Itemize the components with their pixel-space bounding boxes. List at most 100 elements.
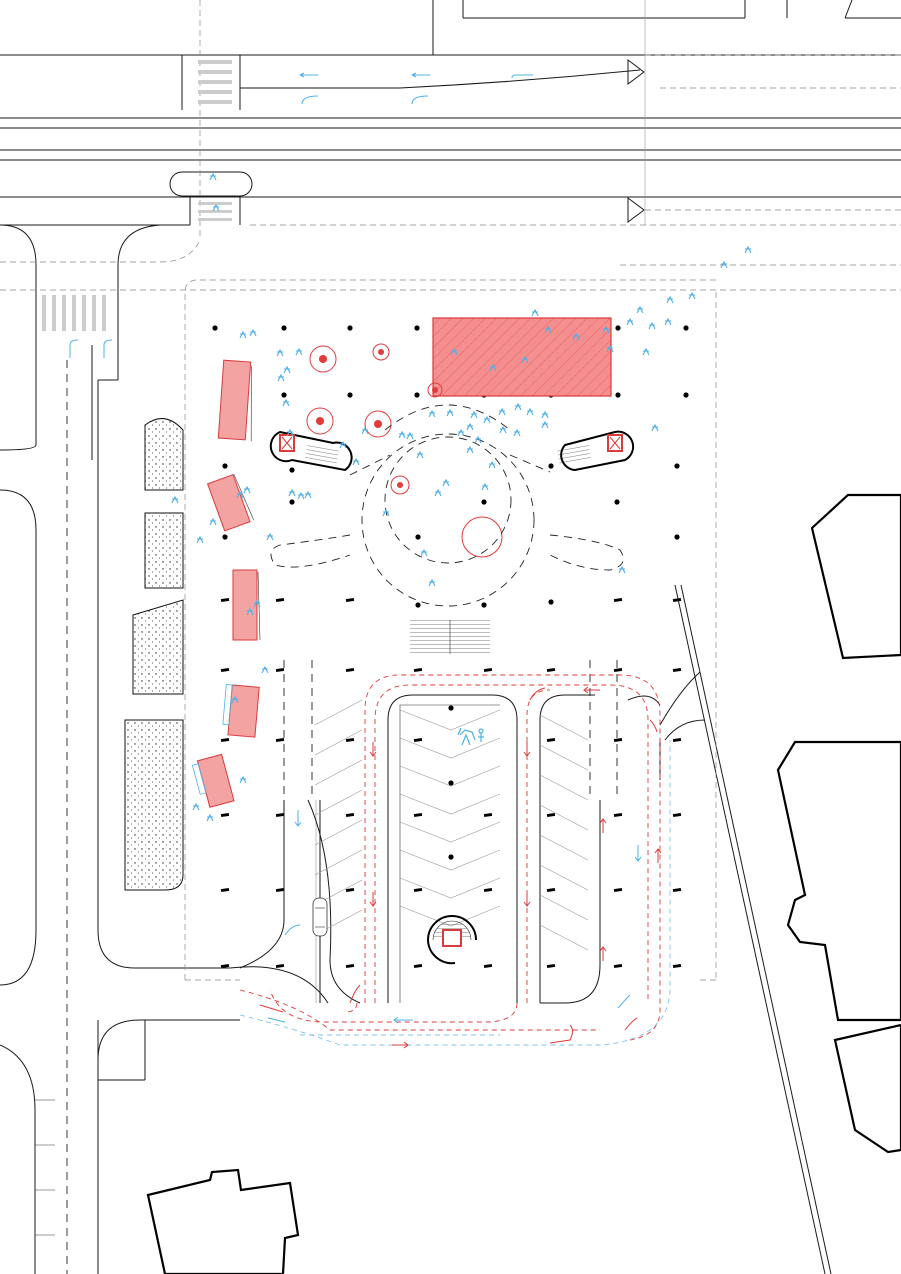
person-icon	[526, 407, 534, 416]
bollard	[481, 499, 487, 505]
crosswalk-icon	[42, 60, 232, 331]
person-icon	[666, 295, 674, 304]
person-icon	[513, 428, 521, 437]
parking-stall-line	[399, 765, 501, 787]
bollard	[275, 887, 285, 893]
bollard	[613, 812, 623, 818]
person-icon	[236, 490, 244, 499]
bollard	[413, 667, 423, 673]
circulation-paths	[239, 674, 671, 1046]
parking-stall-line	[314, 729, 363, 756]
market-stalls	[191, 359, 261, 808]
bollard	[483, 812, 493, 818]
bollard	[483, 887, 493, 893]
parking-stall-line	[539, 714, 589, 741]
person-icon	[744, 245, 752, 254]
person-icon	[428, 578, 436, 587]
bollard	[345, 887, 355, 893]
person-icon	[249, 328, 257, 337]
bollard	[222, 534, 228, 540]
person-icon	[243, 485, 251, 494]
bollard	[345, 667, 355, 673]
bollard	[281, 392, 287, 398]
bollard	[220, 737, 230, 743]
person-icon	[239, 330, 247, 339]
person-icon	[209, 517, 217, 526]
parking-stall-line	[399, 737, 501, 759]
bollard	[683, 392, 689, 398]
bollard	[613, 887, 623, 893]
person-icon	[171, 172, 752, 822]
bollard	[345, 737, 355, 743]
person-icon	[531, 308, 539, 317]
staircase-icon	[427, 915, 477, 965]
parking-stall-line	[539, 864, 589, 891]
bollard	[615, 325, 621, 331]
person-icon	[521, 355, 529, 364]
parking-stall-line	[314, 759, 363, 786]
person-icon	[209, 172, 217, 181]
person-icon	[192, 802, 200, 811]
bollard	[448, 854, 454, 860]
bollard	[275, 667, 285, 673]
top-road	[0, 0, 901, 240]
person-icon	[446, 408, 454, 417]
person-icon	[514, 402, 522, 411]
bollard	[347, 392, 353, 398]
bollard	[413, 812, 423, 818]
person-icon	[171, 495, 179, 504]
person-icon	[483, 415, 491, 424]
person-icon	[541, 420, 549, 429]
parking-stall-line	[399, 877, 501, 899]
bollard	[220, 667, 230, 673]
person-icon	[339, 440, 347, 449]
person-icon	[457, 428, 465, 437]
lane-arrow-icon	[69, 339, 113, 358]
person-icon	[498, 407, 506, 416]
person-icon	[466, 445, 474, 454]
bollard	[413, 963, 423, 969]
person-icon	[295, 347, 303, 356]
bollard	[415, 602, 421, 608]
person-icon	[648, 321, 656, 330]
bollard	[220, 887, 230, 893]
bollard	[345, 812, 355, 818]
person-icon	[606, 344, 614, 353]
parking-stall-line	[539, 744, 589, 771]
person-icon	[499, 425, 507, 434]
person-icon	[688, 291, 696, 300]
person-icon	[297, 491, 305, 500]
bollard	[222, 463, 228, 469]
central-plaza	[270, 404, 624, 607]
person-icon	[450, 347, 458, 356]
person-icon	[261, 665, 269, 674]
bollard	[614, 499, 620, 505]
bollard	[281, 325, 287, 331]
pavilion-roof	[432, 317, 612, 397]
person-icon	[276, 348, 284, 357]
person-icon	[457, 727, 484, 746]
car-park	[229, 660, 706, 1004]
person-icon	[642, 347, 650, 356]
lane-arrow-icon	[299, 72, 533, 105]
bollard	[546, 963, 556, 969]
railway-line	[674, 584, 832, 1274]
person-icon	[361, 426, 369, 435]
bollard	[613, 963, 623, 969]
bollard	[220, 812, 230, 818]
person-icon	[288, 488, 296, 497]
bollard	[613, 597, 623, 603]
parking-stall-line	[314, 699, 363, 726]
person-icon	[488, 460, 496, 469]
bollard	[345, 597, 355, 603]
bollard	[672, 597, 682, 603]
bollard	[672, 737, 682, 743]
person-icon	[474, 435, 482, 444]
person-icon	[416, 450, 424, 459]
bollard	[483, 963, 493, 969]
bollard-grid	[212, 325, 689, 969]
bollard	[481, 602, 487, 608]
person-icon	[664, 317, 672, 326]
person-icon	[212, 203, 220, 212]
